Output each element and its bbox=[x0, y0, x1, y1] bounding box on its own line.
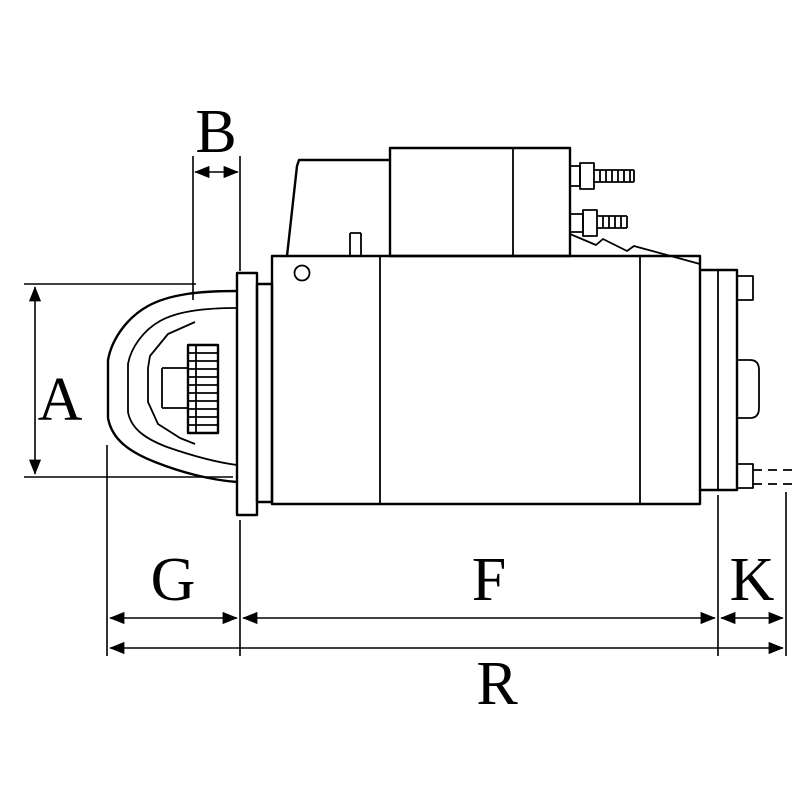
bottom-extension-lines bbox=[106, 445, 787, 656]
dimension-b: B bbox=[192, 98, 241, 300]
dimension-k: K bbox=[720, 546, 784, 625]
dimension-label-a: A bbox=[38, 366, 83, 434]
dimension-annotations: B A G F K R bbox=[24, 98, 787, 718]
rear-stud-top bbox=[736, 275, 754, 301]
body-hole bbox=[293, 264, 311, 282]
starter-motor-drawing bbox=[106, 146, 792, 517]
solenoid bbox=[388, 146, 572, 258]
dimension-label-r: R bbox=[476, 650, 518, 718]
drive-end-housing bbox=[106, 289, 239, 484]
rear-stud-bottom bbox=[736, 463, 754, 489]
cable-strap bbox=[569, 233, 701, 265]
dimension-label-f: F bbox=[472, 546, 506, 614]
dimension-a: A bbox=[24, 283, 233, 478]
mounting-flange bbox=[235, 271, 274, 517]
rear-boss bbox=[737, 359, 760, 419]
dimension-label-g: G bbox=[151, 546, 196, 614]
pinion-gear bbox=[161, 343, 220, 435]
dimension-label-k: K bbox=[730, 546, 775, 614]
dimension-f: F bbox=[242, 546, 716, 625]
dimension-label-b: B bbox=[195, 98, 236, 166]
dimension-g: G bbox=[109, 546, 238, 625]
motor-body bbox=[270, 158, 702, 506]
terminal-stud-lower bbox=[569, 209, 628, 237]
hidden-stud-projection bbox=[753, 469, 792, 485]
terminal-stud-upper bbox=[569, 162, 635, 190]
dimension-r: R bbox=[109, 641, 784, 718]
rear-end-cap bbox=[698, 268, 792, 492]
